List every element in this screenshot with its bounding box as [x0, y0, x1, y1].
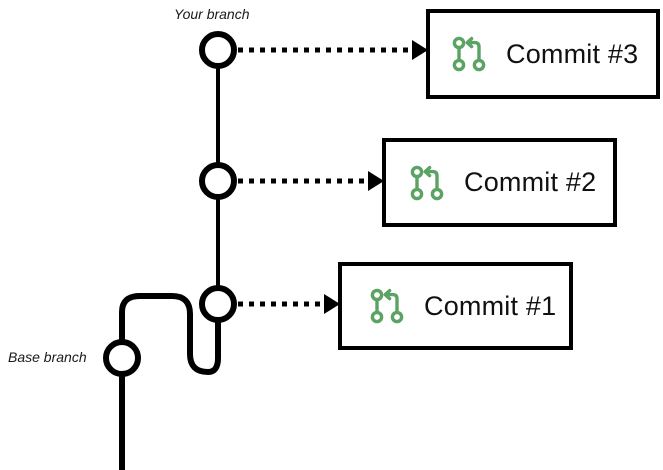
your-branch-label: Your branch: [174, 6, 250, 22]
commit-node-1[interactable]: [199, 285, 237, 323]
git-pull-request-icon: [410, 165, 444, 200]
commit-card-1-label: Commit #1: [424, 290, 557, 321]
connector-arrowhead-3: [412, 40, 428, 60]
commit-node-2[interactable]: [199, 162, 237, 200]
git-pull-request-icon: [370, 288, 404, 324]
commit-card-1[interactable]: Commit #1: [338, 262, 573, 350]
commit-card-2[interactable]: Commit #2: [382, 138, 617, 227]
commit-card-2-label: Commit #2: [464, 167, 597, 197]
connector-arrowhead-2: [368, 171, 384, 191]
connector-arrowhead-1: [324, 294, 340, 314]
branch-merge-curve: [119, 293, 221, 375]
base-branch-label: Base branch: [8, 349, 87, 365]
base-branch-node[interactable]: [103, 339, 141, 377]
commit-card-3[interactable]: Commit #3: [426, 9, 660, 99]
git-pull-request-icon: [452, 36, 486, 72]
commit-node-3[interactable]: [199, 31, 237, 69]
commit-card-3-label: Commit #3: [506, 38, 639, 69]
